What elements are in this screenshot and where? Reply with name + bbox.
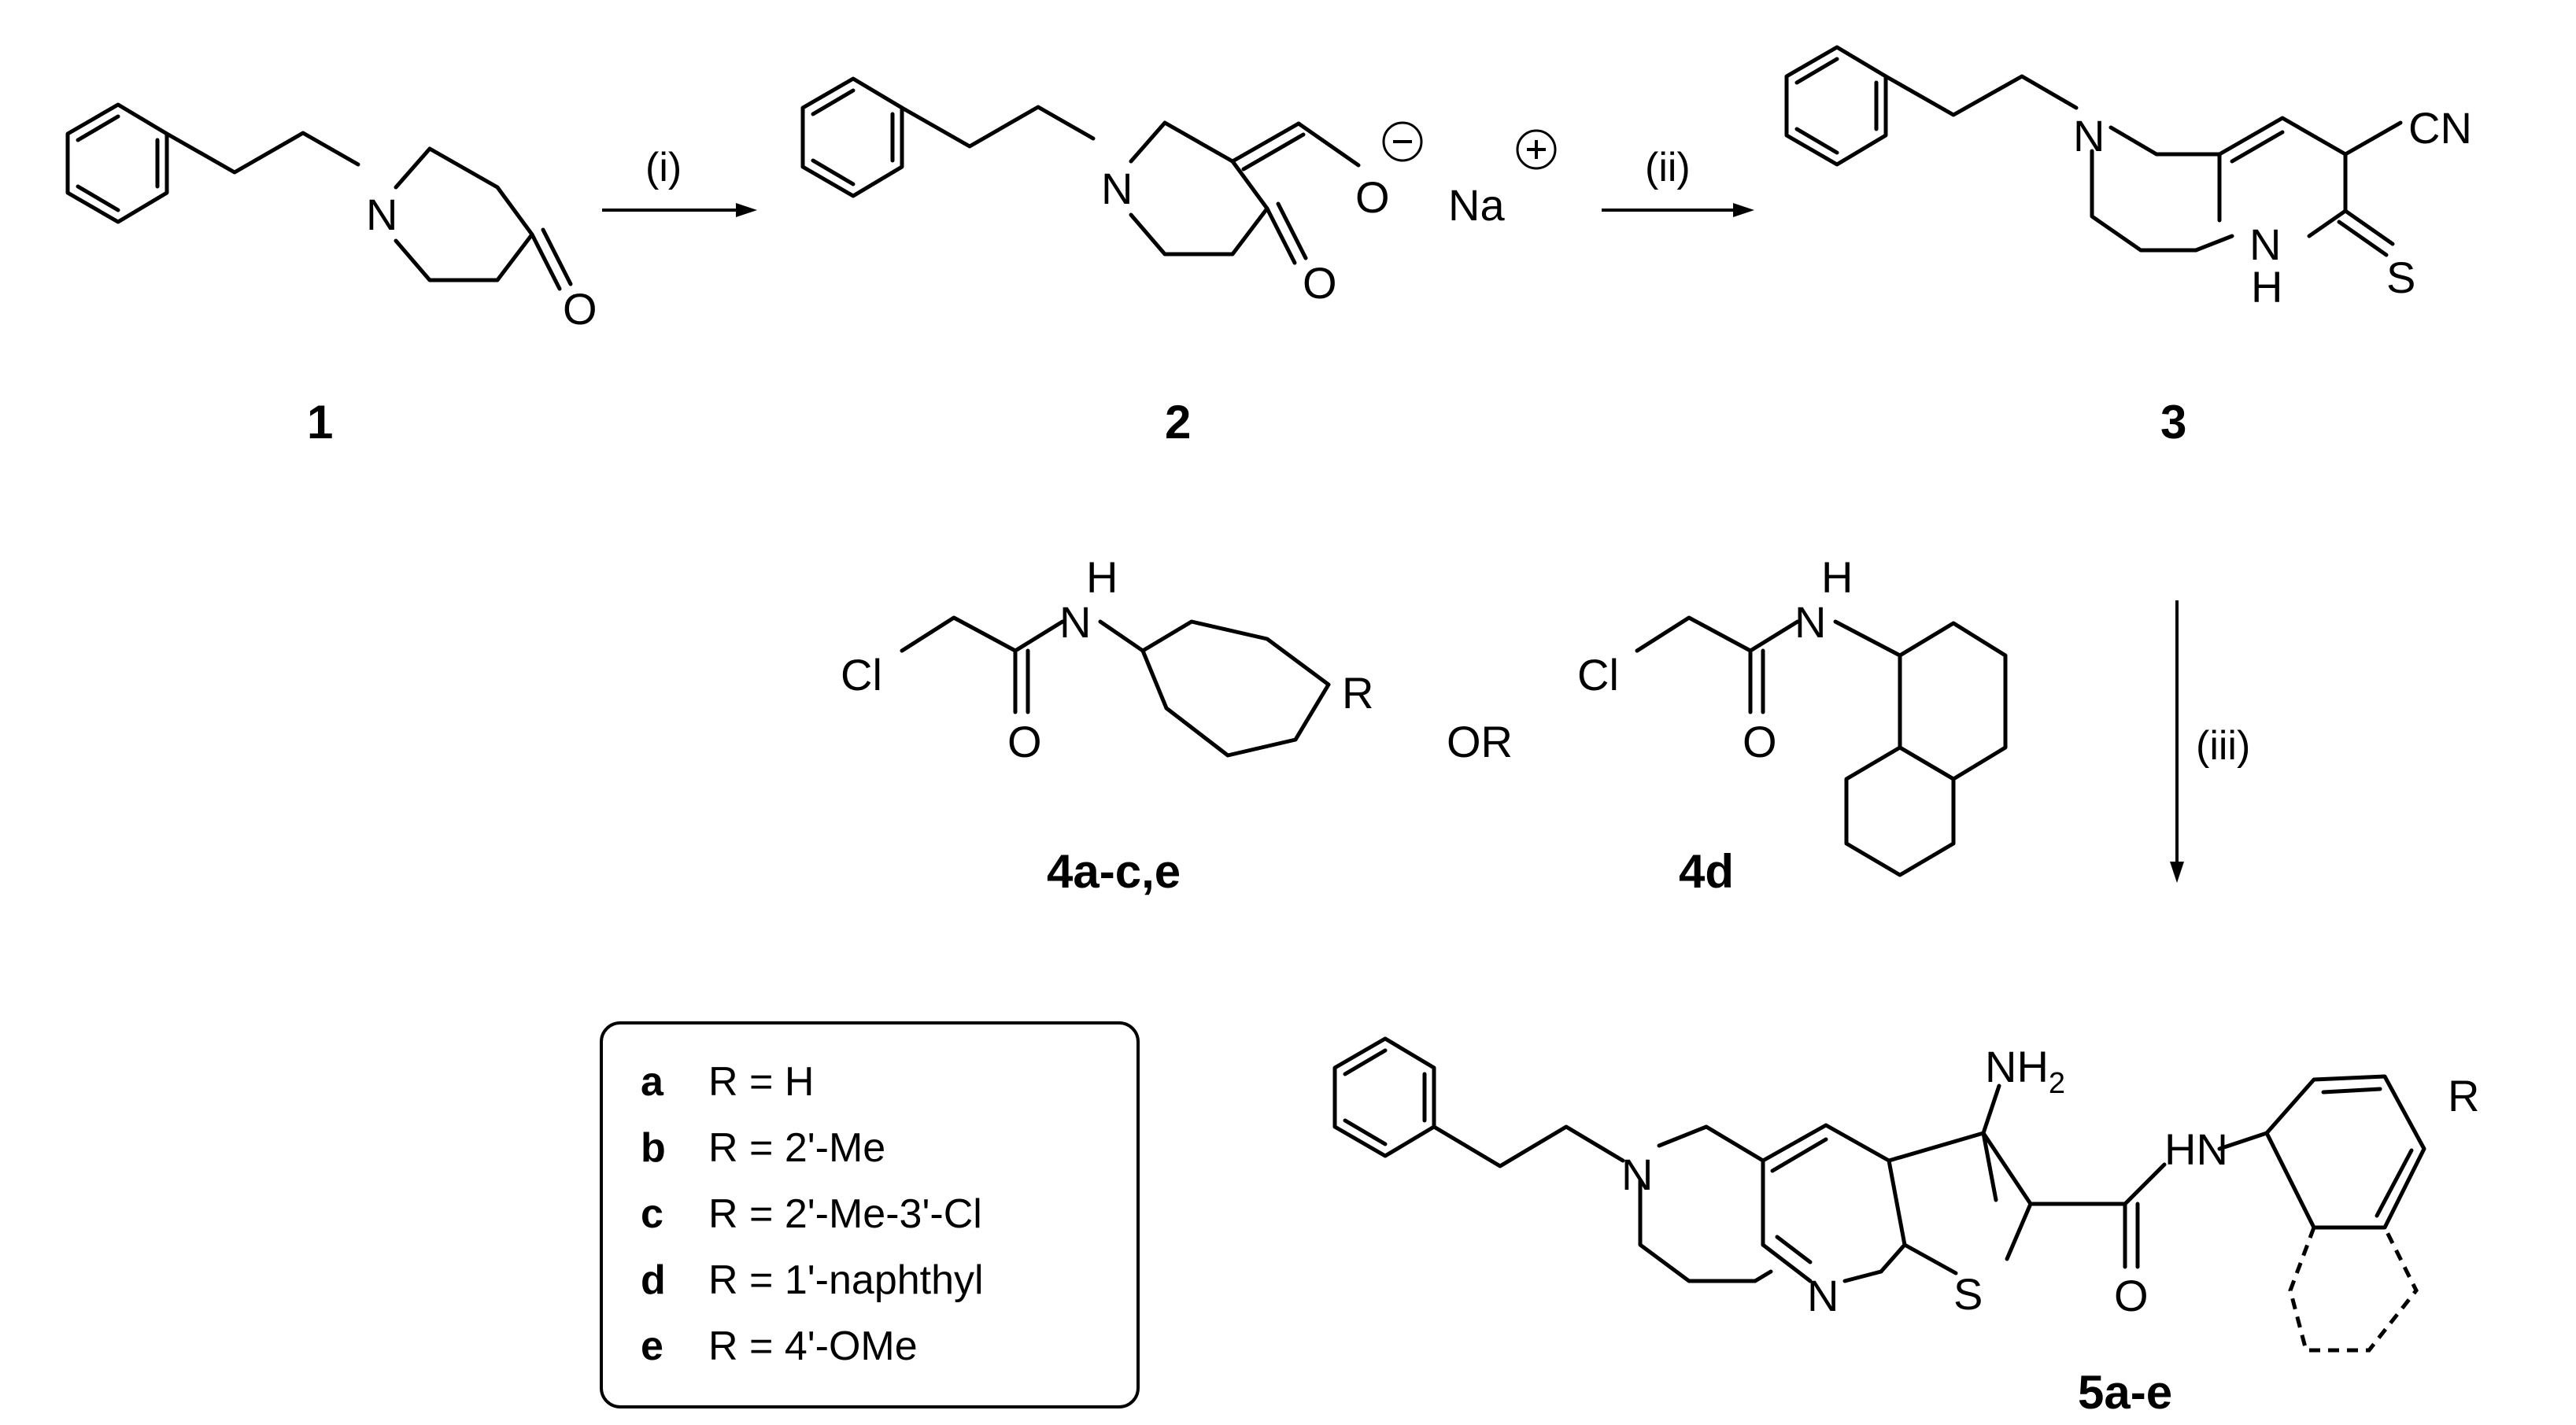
legend-row-a: a R = H (641, 1059, 814, 1105)
arrow-step-1-head (736, 203, 757, 217)
compound-4d-nh-hydrogen: H (1821, 552, 1853, 602)
compound-5-piperidine-nitrogen: N (1621, 1150, 1653, 1199)
compound-2-oxygen-keto: O (1303, 258, 1337, 308)
compound-4ace-nh-hydrogen: H (1086, 552, 1118, 602)
compound-2-label: 2 (1165, 396, 1191, 449)
svg-text:c: c (641, 1191, 663, 1237)
compound-4ace-structure (900, 615, 1331, 758)
substituent-legend-box (600, 1021, 1140, 1408)
compound-2-oxygen-enolate: O (1355, 172, 1390, 222)
compound-3-nitrogen: N (2073, 111, 2105, 161)
compound-3-nitrile: CN (2408, 103, 2472, 153)
svg-text:R = 2'-Me-3'-Cl: R = 2'-Me-3'-Cl (708, 1191, 982, 1237)
svg-text:R = H: R = H (708, 1059, 814, 1105)
compound-5-amide-oxygen: O (2114, 1271, 2149, 1320)
compound-4d-oxygen: O (1743, 717, 1777, 766)
compound-4d-structure (1635, 615, 2008, 877)
arrow-step-3-head (2170, 862, 2184, 883)
compound-1-structure (65, 102, 573, 291)
compound-4ace-r-group: R (1342, 668, 1373, 718)
compound-2-nitrogen: N (1101, 164, 1133, 213)
legend-row-b: b R = 2'-Me (641, 1125, 885, 1171)
compound-3-label: 3 (2160, 396, 2186, 449)
svg-text:R = 4'-OMe: R = 4'-OMe (708, 1323, 918, 1369)
compound-1-nitrogen: N (366, 190, 397, 239)
compound-4ace-label: 4a-c,e (1047, 845, 1181, 898)
svg-text:e: e (641, 1323, 663, 1369)
svg-text:R = 2'-Me: R = 2'-Me (708, 1125, 885, 1171)
compound-4ace-chlorine: Cl (841, 650, 882, 700)
condition-step-3: (iii) (2196, 723, 2250, 769)
compound-5-r-group: R (2448, 1071, 2479, 1120)
condition-step-1: (i) (645, 145, 682, 190)
compound-5-optional-fused-ring (2288, 1226, 2419, 1353)
compound-5-pyridine-nitrogen: N (1807, 1271, 1839, 1320)
svg-text:d: d (641, 1257, 666, 1303)
svg-text:b: b (641, 1125, 666, 1171)
compound-4ace-oxygen: O (1007, 717, 1042, 766)
compound-5-thiophene-sulfur: S (1953, 1269, 1983, 1319)
or-text: OR (1447, 717, 1513, 766)
compound-5-structure (1332, 1036, 2426, 1283)
sodium-counterion: Na (1448, 180, 1505, 230)
compound-5-amide-nh: HN (2164, 1124, 2228, 1174)
compound-3-nh-hydrogen: H (2251, 262, 2282, 312)
compound-1-label: 1 (307, 396, 333, 449)
legend-row-d: d R = 1'-naphthyl (641, 1257, 984, 1303)
legend-row-c: c R = 2'-Me-3'-Cl (641, 1191, 982, 1237)
arrow-step-2-head (1733, 203, 1754, 217)
compound-3-ring-nitrogen: N (2249, 220, 2281, 269)
compound-3-structure (1784, 45, 2403, 257)
compound-2-structure (800, 76, 1361, 265)
compound-4d-nitrogen: N (1794, 597, 1826, 647)
compound-3-sulfur: S (2386, 253, 2415, 302)
svg-text:a: a (641, 1059, 664, 1105)
compound-4d-chlorine: Cl (1577, 650, 1619, 700)
compound-4ace-nitrogen: N (1059, 597, 1091, 647)
svg-text:R = 1'-naphthyl: R = 1'-naphthyl (708, 1257, 984, 1303)
sodium-plus-charge (1516, 129, 1557, 170)
compound-5-label: 5a-e (2078, 1366, 2172, 1419)
compound-2-minus-charge (1382, 121, 1423, 162)
compound-5-amino-group: NH2 (1985, 1042, 2065, 1100)
compound-4d-label: 4d (1679, 845, 1734, 898)
condition-step-2: (ii) (1645, 145, 1691, 190)
compound-1-oxygen: O (563, 284, 597, 334)
legend-row-e: e R = 4'-OMe (641, 1323, 918, 1369)
